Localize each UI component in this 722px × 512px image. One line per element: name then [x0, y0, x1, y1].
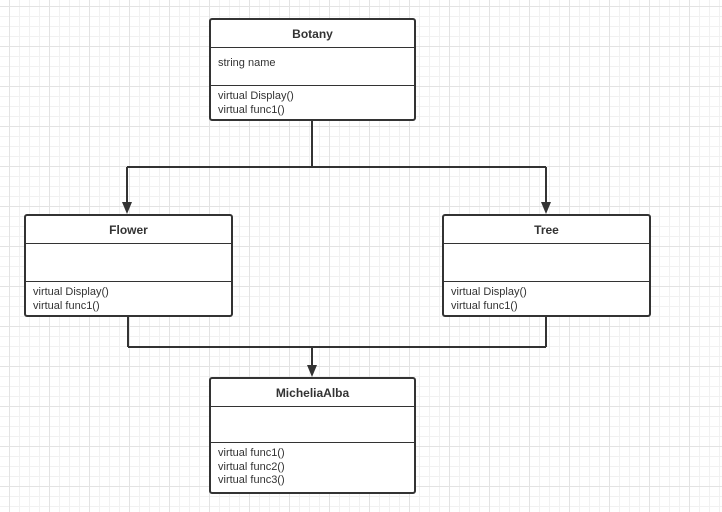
class-title: MicheliaAlba: [211, 379, 414, 407]
attribute-item: string name: [218, 57, 276, 69]
class-attributes: [211, 407, 414, 443]
arrowhead-flower: [122, 202, 132, 214]
method-item: virtual func1(): [218, 103, 285, 116]
class-methods: virtual Display() virtual func1(): [211, 86, 414, 117]
connector-parents-to-micheliaalba: [127, 316, 547, 366]
class-attributes: string name: [211, 48, 414, 86]
class-title: Tree: [444, 216, 649, 244]
method-item: virtual Display(): [218, 90, 294, 102]
method-item: virtual func2(): [218, 460, 285, 473]
class-flower[interactable]: Flower virtual Display() virtual func1(): [24, 214, 233, 317]
connector-botany-to-children: [126, 120, 547, 203]
class-methods: virtual Display() virtual func1(): [444, 282, 649, 313]
method-item: virtual Display(): [33, 286, 109, 298]
class-micheliaalba[interactable]: MicheliaAlba virtual func1() virtual fun…: [209, 377, 416, 494]
method-item: virtual func1(): [218, 447, 285, 459]
class-attributes: [444, 244, 649, 282]
method-item: virtual func1(): [33, 299, 100, 312]
class-attributes: [26, 244, 231, 282]
class-title: Botany: [211, 20, 414, 48]
class-botany[interactable]: Botany string name virtual Display() vir…: [209, 18, 416, 121]
class-tree[interactable]: Tree virtual Display() virtual func1(): [442, 214, 651, 317]
class-methods: virtual func1() virtual func2() virtual …: [211, 443, 414, 488]
arrowhead-micheliaalba: [307, 365, 317, 377]
class-methods: virtual Display() virtual func1(): [26, 282, 231, 313]
arrowhead-tree: [541, 202, 551, 214]
method-item: virtual func1(): [451, 299, 518, 312]
method-item: virtual func3(): [218, 474, 285, 486]
method-item: virtual Display(): [451, 286, 527, 298]
class-title: Flower: [26, 216, 231, 244]
